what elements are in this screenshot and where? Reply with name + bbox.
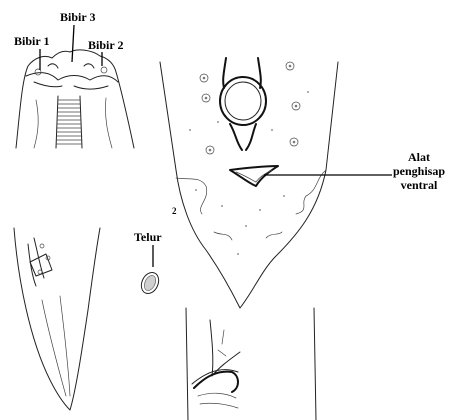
anal-region — [30, 254, 52, 276]
male-spicule-panel — [186, 308, 316, 420]
male-internal — [198, 393, 238, 408]
label-lip-2: Bibir 2 — [88, 38, 123, 52]
figure-number: 2 — [172, 206, 177, 216]
lip-labels: Bibir 1 Bibir 3 Bibir 2 — [14, 10, 123, 70]
leader-lip-3 — [72, 25, 74, 62]
cuticle-lines — [34, 98, 112, 148]
lip-bases — [26, 73, 118, 82]
anterior-head-panel — [16, 50, 134, 148]
sucker-label-group: Alat penghisap ventral — [264, 150, 445, 192]
anterior-sucker — [220, 58, 266, 150]
body-stipple — [189, 91, 309, 255]
alae-edges — [176, 170, 326, 214]
ventral-sucker — [230, 166, 278, 186]
lip-denticles — [48, 64, 94, 68]
tail-lines — [42, 296, 70, 396]
papilla — [101, 67, 107, 73]
tail-outline — [14, 228, 100, 410]
lip-inner-lines — [34, 82, 108, 89]
label-lip-3: Bibir 3 — [60, 10, 95, 24]
label-sucker-line2: penghisap — [393, 164, 445, 178]
cloaca-line — [210, 320, 240, 376]
posterior-sucker-panel: 2 — [160, 58, 338, 308]
egg: Telur — [134, 230, 162, 296]
label-sucker-line3: ventral — [401, 178, 438, 192]
oesophagus — [56, 96, 82, 148]
body-outline — [160, 62, 338, 308]
ventral-sucker-inner — [236, 170, 272, 182]
label-egg: Telur — [134, 230, 162, 244]
label-sucker-line1: Alat — [408, 150, 430, 164]
label-lip-1: Bibir 1 — [14, 34, 49, 48]
tail-panel — [14, 228, 100, 410]
head-outline — [16, 50, 134, 148]
male-detail — [218, 330, 226, 356]
spicule — [194, 372, 238, 392]
lateral-lines — [214, 232, 282, 240]
